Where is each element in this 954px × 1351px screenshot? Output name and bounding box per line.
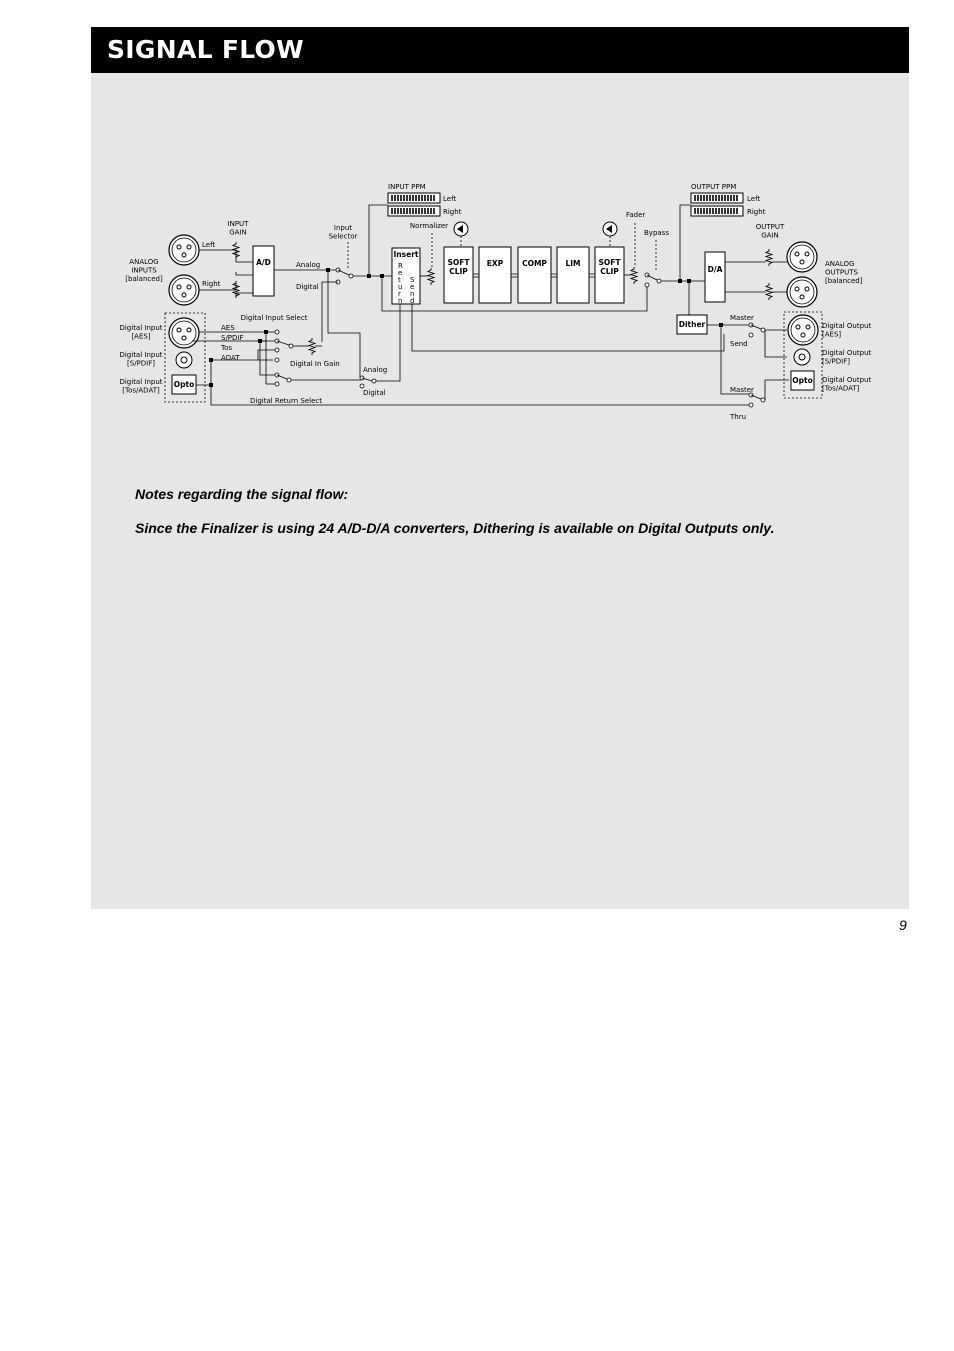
- exp-label: EXP: [487, 259, 504, 268]
- input-ppm-label: INPUT PPM: [388, 183, 426, 191]
- digital-inputs-group: [164, 312, 206, 403]
- input-left-label: Left: [202, 241, 215, 249]
- ad-converter-block: [252, 245, 275, 297]
- digital-input-aes-label: Digital Input[AES]: [119, 324, 162, 341]
- ad-label: A/D: [256, 258, 271, 267]
- insert-label: Insert: [394, 250, 419, 259]
- digital-input-spdif-label: Digital Input[S/PDIF]: [119, 351, 162, 368]
- exp-block: [478, 246, 512, 304]
- digital-output-aes-connector: [787, 314, 819, 346]
- dither-label: Dither: [679, 320, 706, 329]
- digital-return-select-label: Digital Return Select: [250, 397, 322, 405]
- master-2-label: Master: [730, 386, 754, 394]
- notes-heading: Notes regarding the signal flow:: [135, 486, 349, 502]
- dither-block: [676, 314, 708, 335]
- aes-label: AES: [221, 324, 235, 332]
- adat-label: ADAT: [221, 354, 240, 362]
- page-number: 9: [899, 917, 907, 933]
- svg-text:CLIP: CLIP: [449, 267, 468, 276]
- normalizer-pot: [427, 267, 435, 286]
- opto-in-label: Opto: [174, 380, 194, 389]
- input-right-label: Right: [202, 280, 221, 288]
- notes-body: Since the Finalizer is using 24 A/D-D/A …: [135, 520, 775, 536]
- thru-label: Thru: [729, 413, 746, 421]
- input-ppm-right-label: Right: [443, 208, 462, 216]
- insert-block: [391, 247, 421, 305]
- analog-input-right-connector: [168, 274, 200, 306]
- master-1-label: Master: [730, 314, 754, 322]
- digital-in-gain-label: Digital In Gain: [290, 360, 340, 368]
- page-title: SIGNAL FLOW: [107, 35, 304, 64]
- analog-return-label: Analog: [363, 366, 387, 374]
- digital-path-label: Digital: [296, 283, 319, 291]
- output-ppm-label: OUTPUT PPM: [691, 183, 736, 191]
- digital-input-aes-connector: [168, 317, 200, 349]
- normalizer-label: Normalizer: [410, 222, 448, 230]
- tos-label: Tos: [220, 344, 232, 352]
- digital-return-label: Digital: [363, 389, 386, 397]
- digital-in-gain-pot: [308, 337, 316, 356]
- output-ppm-right-label: Right: [747, 208, 766, 216]
- digital-input-tos-label: Digital Input[Tos/ADAT]: [119, 378, 162, 395]
- send-out-label: Send: [730, 340, 748, 348]
- fader-pot: [630, 266, 638, 285]
- digital-outputs-group: [783, 311, 823, 399]
- lim-label: LIM: [565, 259, 580, 268]
- comp-block: [517, 246, 552, 304]
- output-ppm-right-meter: [690, 205, 744, 217]
- output-ppm-left-label: Left: [747, 195, 760, 203]
- svg-text:CLIP: CLIP: [600, 267, 619, 276]
- digital-input-select-label: Digital Input Select: [241, 314, 308, 322]
- opto-in-block: [171, 374, 197, 395]
- analog-output-right-connector: [786, 276, 818, 308]
- analog-input-left-connector: [168, 234, 200, 266]
- digital-output-aes-label: Digital Output[AES]: [822, 322, 871, 339]
- da-converter-block: [704, 251, 726, 303]
- comp-label: COMP: [522, 259, 547, 268]
- input-ppm-right-meter: [387, 205, 441, 217]
- lim-block: [556, 246, 590, 304]
- digital-output-tos-label: Digital Output[Tos/ADAT]: [822, 376, 871, 393]
- digital-output-spdif-label: Digital Output[S/PDIF]: [822, 349, 871, 366]
- spdif-label: S/PDIF: [221, 334, 244, 342]
- fader-label: Fader: [626, 211, 645, 219]
- bypass-label: Bypass: [644, 229, 669, 237]
- input-ppm-left-meter: [387, 192, 441, 204]
- input-ppm-left-label: Left: [443, 195, 456, 203]
- header-bar: SIGNAL FLOW: [91, 27, 909, 73]
- analog-path-label: Analog: [296, 261, 320, 269]
- da-label: D/A: [708, 265, 723, 274]
- process-chain: SOFT CLIP EXP COMP LIM SOFT CLIP: [443, 246, 625, 304]
- output-ppm-left-meter: [690, 192, 744, 204]
- soft-clip-1-label: SOFT: [447, 258, 470, 267]
- soft-clip-2-label: SOFT: [598, 258, 621, 267]
- content-panel: [91, 73, 909, 909]
- output-gain-left-pot: [765, 248, 773, 267]
- opto-out-label: Opto: [792, 376, 812, 385]
- soft-clip-1-block: [443, 246, 474, 304]
- opto-out-block: [790, 370, 815, 391]
- analog-output-left-connector: [786, 241, 818, 273]
- output-gain-right-pot: [765, 282, 773, 301]
